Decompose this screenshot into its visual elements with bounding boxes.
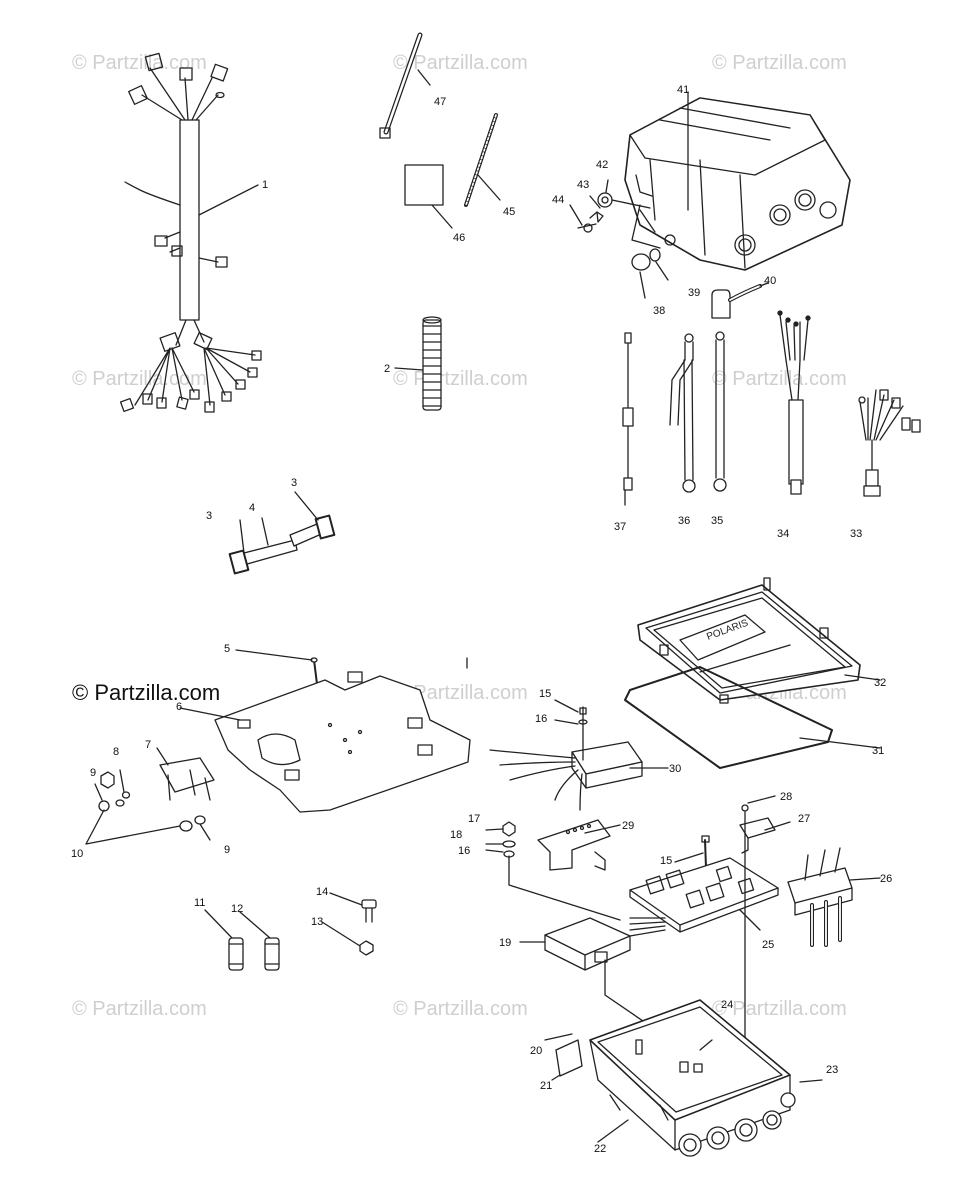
fuse-link bbox=[228, 491, 336, 575]
cable-tie bbox=[379, 32, 431, 139]
callout-13: 13 bbox=[311, 916, 323, 928]
callout-6: 6 bbox=[176, 701, 182, 713]
callout-5: 5 bbox=[224, 643, 230, 655]
watermark: © Partzilla.com bbox=[712, 368, 847, 390]
battery-cable bbox=[669, 333, 696, 493]
sub-harness bbox=[858, 389, 921, 497]
callout-15: 15 bbox=[660, 855, 672, 867]
ground-wire bbox=[622, 332, 634, 506]
callout-21: 21 bbox=[540, 1080, 552, 1092]
callout-22: 22 bbox=[594, 1143, 606, 1155]
regulator bbox=[489, 699, 669, 811]
callout-14: 14 bbox=[316, 886, 328, 898]
control-box-base bbox=[544, 999, 823, 1157]
nuts-washers bbox=[85, 769, 211, 845]
callout-16: 16 bbox=[535, 713, 547, 725]
rivet-strip bbox=[464, 113, 501, 207]
circuit-board bbox=[629, 835, 779, 933]
watermark: © Partzilla.com bbox=[393, 998, 528, 1020]
watermark: © Partzilla.com bbox=[712, 998, 847, 1020]
callout-28: 28 bbox=[780, 791, 792, 803]
callout-1: 1 bbox=[262, 179, 268, 191]
callout-44: 44 bbox=[552, 194, 564, 206]
wiring-harness bbox=[119, 52, 262, 413]
callout-47: 47 bbox=[434, 96, 446, 108]
callout-24: 24 bbox=[721, 999, 733, 1011]
callout-38: 38 bbox=[653, 305, 665, 317]
callout-19: 19 bbox=[499, 937, 511, 949]
callout-34: 34 bbox=[777, 528, 789, 540]
callout-32: 32 bbox=[874, 677, 886, 689]
callout-35: 35 bbox=[711, 515, 723, 527]
callout-11: 11 bbox=[194, 897, 205, 909]
conduit bbox=[394, 316, 442, 411]
callout-39: 39 bbox=[688, 287, 700, 299]
callout-40: 40 bbox=[764, 275, 776, 287]
callout-31: 31 bbox=[872, 745, 884, 757]
callout-46: 46 bbox=[453, 232, 465, 244]
callout-12: 12 bbox=[231, 903, 243, 915]
callout-36: 36 bbox=[678, 515, 690, 527]
callout-27: 27 bbox=[798, 813, 810, 825]
callout-43: 43 bbox=[577, 179, 589, 191]
label-decal bbox=[404, 164, 453, 229]
terminal-block bbox=[739, 795, 881, 1061]
sub-harness bbox=[777, 310, 811, 495]
mounting-plate bbox=[179, 649, 471, 813]
callout-45: 45 bbox=[503, 206, 515, 218]
battery-cable bbox=[713, 331, 727, 492]
relay-switch bbox=[156, 747, 215, 801]
callout-20: 20 bbox=[530, 1045, 542, 1057]
callout-9: 9 bbox=[224, 844, 230, 856]
watermark: © Partzilla.com bbox=[393, 682, 528, 704]
bolt-nut bbox=[321, 892, 377, 956]
box-lid: POLARIS bbox=[637, 577, 881, 704]
callout-2: 2 bbox=[384, 363, 390, 375]
callout-9: 9 bbox=[90, 767, 96, 779]
callout-7: 7 bbox=[145, 739, 151, 751]
callout-23: 23 bbox=[826, 1064, 838, 1076]
callout-16: 16 bbox=[458, 845, 470, 857]
callout-3: 3 bbox=[206, 510, 212, 522]
brand-label: © Partzilla.com bbox=[72, 680, 221, 705]
watermark: © Partzilla.com bbox=[72, 998, 207, 1020]
connector-plug bbox=[711, 282, 769, 319]
callout-8: 8 bbox=[113, 746, 119, 758]
callout-26: 26 bbox=[880, 873, 892, 885]
watermark: © Partzilla.com bbox=[72, 368, 207, 390]
callout-29: 29 bbox=[622, 820, 634, 832]
callout-3: 3 bbox=[291, 477, 297, 489]
callout-labels: 1 2 3 3 4 5 6 7 8 9 9 10 11 12 13 14 15 … bbox=[71, 84, 892, 1155]
watermark: © Partzilla.com bbox=[72, 52, 207, 74]
callout-30: 30 bbox=[669, 763, 681, 775]
grommet-screw bbox=[569, 179, 669, 299]
callout-37: 37 bbox=[614, 521, 626, 533]
callout-33: 33 bbox=[850, 528, 862, 540]
callout-10: 10 bbox=[71, 848, 83, 860]
callout-17: 17 bbox=[468, 813, 480, 825]
control-box-cover bbox=[624, 91, 851, 271]
callout-18: 18 bbox=[450, 829, 462, 841]
fuses bbox=[204, 909, 280, 971]
callout-15: 15 bbox=[539, 688, 551, 700]
callout-4: 4 bbox=[249, 502, 255, 514]
gasket bbox=[624, 666, 881, 769]
callout-41: 41 bbox=[677, 84, 689, 96]
callout-25: 25 bbox=[762, 939, 774, 951]
bracket bbox=[485, 819, 621, 871]
watermark: © Partzilla.com bbox=[393, 52, 528, 74]
callout-42: 42 bbox=[596, 159, 608, 171]
watermark: © Partzilla.com bbox=[712, 52, 847, 74]
